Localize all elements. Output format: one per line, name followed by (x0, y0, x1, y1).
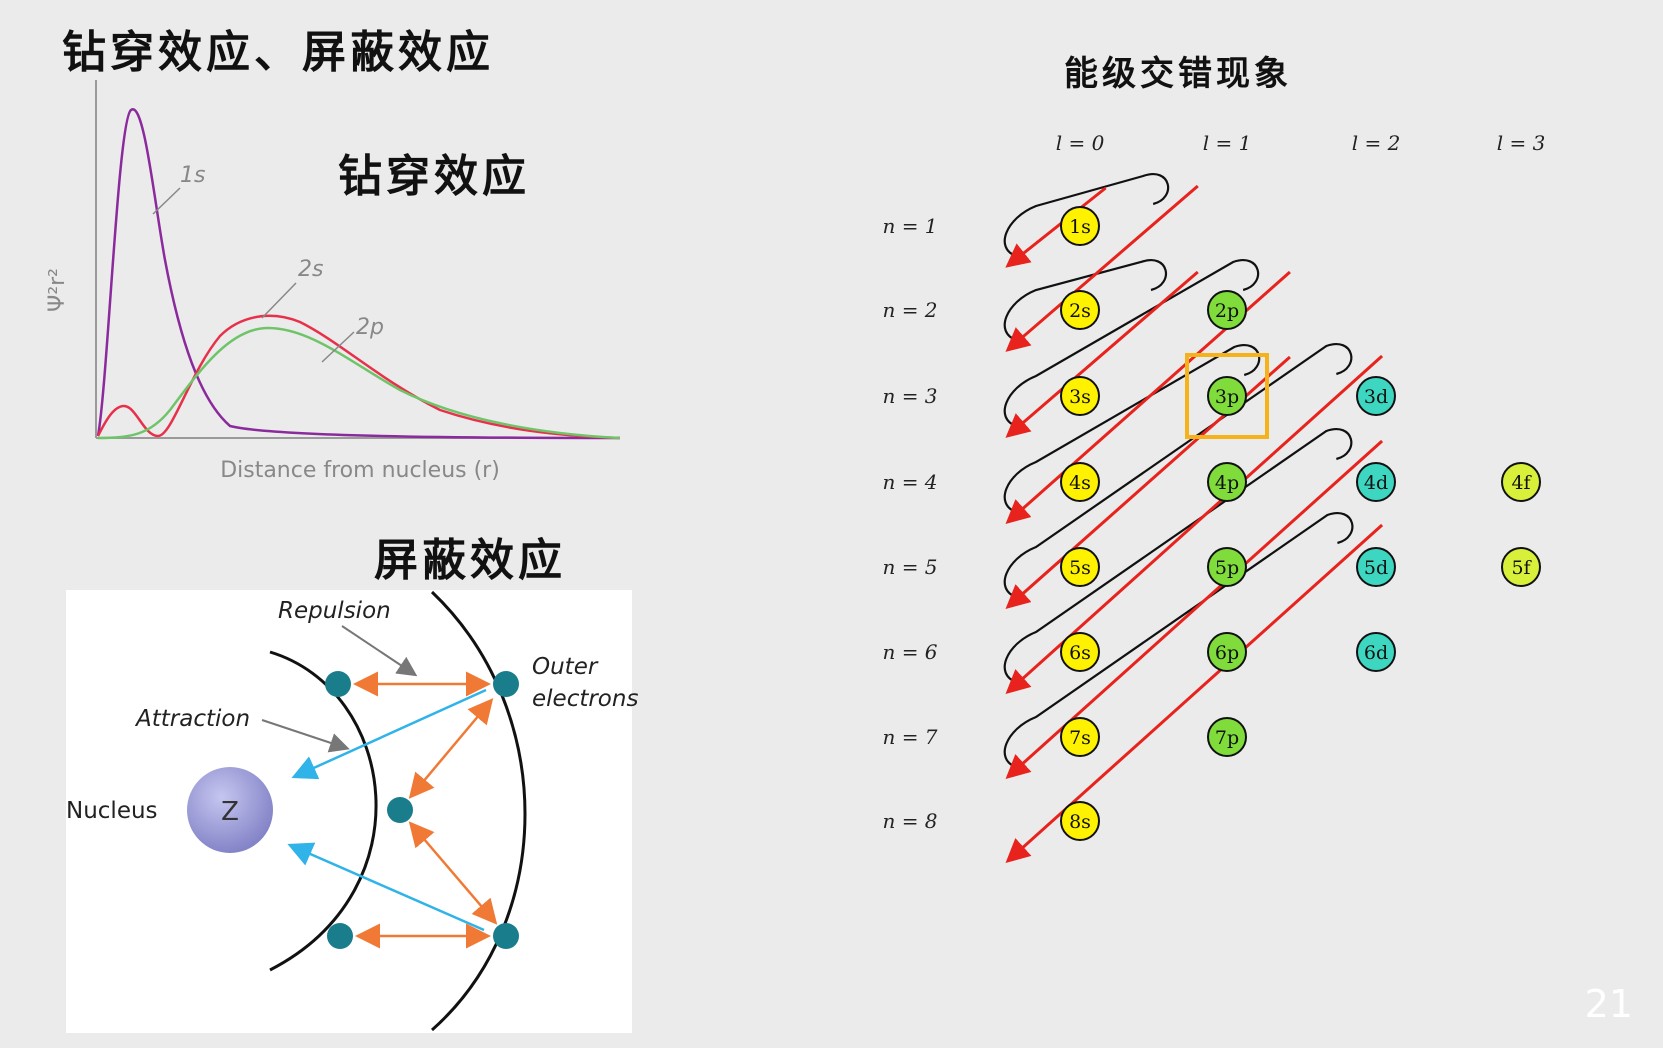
svg-text:8s: 8s (1069, 811, 1091, 833)
curve-2s (96, 314, 621, 440)
orbital-5f: 5f (1501, 547, 1541, 587)
svg-text:5f: 5f (1511, 557, 1532, 579)
attraction-arrow (287, 842, 485, 932)
orbital-6d: 6d (1356, 632, 1396, 672)
orbital-3d: 3d (1356, 376, 1396, 416)
label-leader-1s (152, 187, 181, 215)
y-axis-label: Ψ²r² (45, 268, 70, 312)
orbital-6p: 6p (1207, 632, 1247, 672)
inner-electron (325, 671, 351, 697)
nucleus-charge-label: Z (221, 797, 239, 827)
l-header-3: l = 3 (1497, 131, 1546, 155)
shielding-diagram: Z Repulsion Attraction Outer electrons N… (66, 590, 638, 1032)
curve-2p (97, 326, 621, 440)
inner-shell (269, 650, 378, 972)
outer-label: Outer (532, 654, 599, 680)
energy-level-heading: 能级交错现象 (1064, 54, 1292, 94)
svg-text:1s: 1s (1069, 216, 1091, 238)
label-leader-2s (261, 282, 297, 319)
curve-label-2s: 2s (298, 257, 323, 282)
svg-text:4d: 4d (1364, 472, 1388, 494)
orbital-8s: 8s (1060, 801, 1100, 841)
orbital-2p: 2p (1207, 290, 1247, 330)
svg-text:7p: 7p (1215, 727, 1239, 749)
outer-shell (430, 590, 527, 1032)
l-header-0: l = 0 (1056, 131, 1105, 155)
svg-text:3d: 3d (1364, 386, 1388, 408)
electrons-label: electrons (532, 686, 638, 712)
orbital-5s: 5s (1060, 547, 1100, 587)
orbital-6s: 6s (1060, 632, 1100, 672)
orbital-3p: 3p (1207, 376, 1247, 416)
n-label-6: n = 6 (882, 640, 937, 664)
slide-title: 钻穿效应、屏蔽效应 (62, 27, 494, 78)
n-label-5: n = 5 (882, 555, 937, 579)
shielding-heading: 屏蔽效应 (374, 535, 566, 586)
nucleus-label: Nucleus (66, 798, 158, 824)
shielding-diagram-panel (66, 590, 632, 1033)
svg-text:3p: 3p (1215, 386, 1239, 408)
attraction-pointer (261, 719, 350, 753)
l-header-2: l = 2 (1352, 131, 1401, 155)
attraction-arrow (291, 688, 487, 780)
n-label-1: n = 1 (882, 214, 937, 238)
repulsion-arrow (408, 698, 494, 799)
outer-electron (493, 671, 519, 697)
orbital-4s: 4s (1060, 462, 1100, 502)
outer-electron (493, 923, 519, 949)
highlight-box-3p (1185, 353, 1269, 439)
repulsion-pointer (341, 625, 418, 677)
svg-text:4f: 4f (1511, 472, 1532, 494)
n-label-8: n = 8 (882, 809, 937, 833)
svg-text:5d: 5d (1364, 557, 1388, 579)
n-label-2: n = 2 (882, 298, 937, 322)
x-axis-label: Distance from nucleus (r) (220, 458, 500, 483)
svg-text:4s: 4s (1069, 472, 1091, 494)
curve-label-1s: 1s (180, 163, 205, 188)
orbital-7s: 7s (1060, 717, 1100, 757)
orbital-5p: 5p (1207, 547, 1247, 587)
l-header-1: l = 1 (1203, 131, 1252, 155)
filling-order-arrows (1005, 184, 1384, 864)
page-number: 21 (1584, 982, 1633, 1026)
orbital-3s: 3s (1060, 376, 1100, 416)
radial-distribution-plot: Ψ²r² Distance from nucleus (r) 1s 2s 2p (45, 80, 621, 483)
svg-text:2p: 2p (1215, 300, 1239, 322)
orbital-1s: 1s (1060, 206, 1100, 246)
inner-electron (387, 797, 413, 823)
repulsion-arrow (408, 821, 498, 925)
orbital-4f: 4f (1501, 462, 1541, 502)
svg-text:6d: 6d (1364, 642, 1388, 664)
attraction-label: Attraction (134, 706, 250, 732)
repulsion-label: Repulsion (278, 598, 391, 624)
orbital-2s: 2s (1060, 290, 1100, 330)
svg-text:2s: 2s (1069, 300, 1091, 322)
n-label-3: n = 3 (882, 384, 937, 408)
filling-order-path (1003, 173, 1354, 769)
curve-label-2p: 2p (356, 315, 384, 340)
svg-text:3s: 3s (1069, 386, 1091, 408)
inner-electron (327, 923, 353, 949)
svg-text:6p: 6p (1215, 642, 1239, 664)
svg-text:6s: 6s (1069, 642, 1091, 664)
n-label-7: n = 7 (882, 725, 937, 749)
penetration-heading: 钻穿效应 (338, 151, 530, 202)
orbital-7p: 7p (1207, 717, 1247, 757)
orbital-5d: 5d (1356, 547, 1396, 587)
orbital-4p: 4p (1207, 462, 1247, 502)
svg-text:5p: 5p (1215, 557, 1239, 579)
label-leader-2p (321, 331, 355, 363)
curve-1s (96, 108, 621, 440)
orbital-4d: 4d (1356, 462, 1396, 502)
n-label-4: n = 4 (882, 470, 937, 494)
svg-text:5s: 5s (1069, 557, 1091, 579)
svg-text:7s: 7s (1069, 727, 1091, 749)
nucleus (187, 767, 273, 853)
svg-text:4p: 4p (1215, 472, 1239, 494)
